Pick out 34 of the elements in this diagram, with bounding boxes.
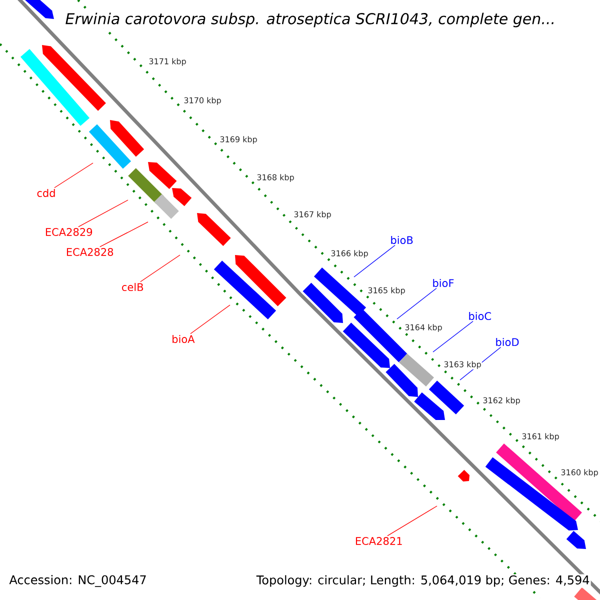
leader-line [100, 222, 148, 248]
gene-label: bioD [496, 338, 519, 346]
leader-line [140, 254, 180, 282]
gene-label: celB [122, 282, 144, 292]
gene-label: ECA2828 [66, 248, 114, 256]
leader-line [54, 162, 94, 188]
gene-label: cdd [37, 188, 55, 198]
tick-label: 3166 kbp [330, 250, 369, 258]
leader-line [354, 244, 396, 278]
title: Erwinia carotovora subsp. atroseptica SCRI1043, complete gen... [64, 12, 556, 28]
gene-label: ECA2829 [46, 228, 92, 236]
gene-label: bioF [433, 278, 454, 288]
tick-label: 3162 kbp [482, 396, 521, 406]
tick-label: 3170 kbp [183, 96, 222, 106]
tick-label: 3169 kbp [219, 136, 258, 144]
tick-label: 3163 kbp [443, 360, 482, 370]
leader-line [78, 200, 128, 228]
leader-line [190, 304, 230, 334]
gene-label: ECA2821 [356, 537, 402, 545]
tick-label: 3164 kbp [404, 324, 443, 332]
tick-label: 3161 kbp [521, 432, 560, 442]
tick-label: 3160 kbp [560, 468, 599, 478]
leader-line [387, 506, 438, 536]
leader-line [396, 288, 437, 320]
gene-label: bioA [172, 334, 195, 344]
tick-label: 3167 kbp [293, 210, 332, 220]
gene-label: bioB [391, 236, 413, 244]
gene-label: bioC [469, 312, 491, 320]
tick-label: 3168 kbp [256, 174, 295, 182]
genome-info-text: Topology: circular; Length: 5,064,019 bp; Genes: 4,594 [255, 574, 591, 588]
tick-label: 3165 kbp [367, 286, 406, 296]
tick-label: 3171 kbp [148, 58, 187, 66]
leader-line [432, 320, 474, 352]
accession-text: Accession: NC_004547 [9, 575, 146, 587]
